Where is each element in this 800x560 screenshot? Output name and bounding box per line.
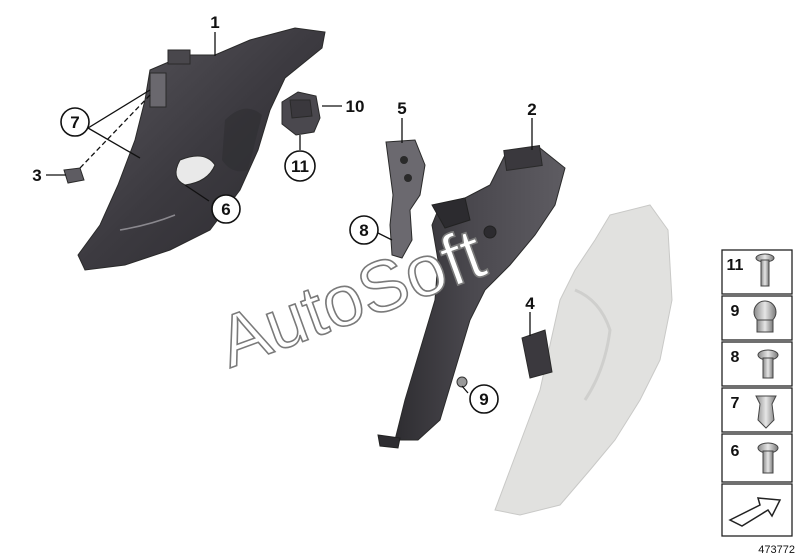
callout-labels: 1 2 3 4 5 6 7 8 9 10 11 — [32, 13, 537, 414]
bracket-10 — [281, 91, 321, 136]
clip-nut-9-icon — [753, 300, 777, 333]
leader-lines — [46, 32, 533, 394]
ghost-panel-contour — [574, 288, 612, 401]
clip-3 — [63, 167, 85, 184]
fastener-legend: 11 9 8 7 6 — [721, 249, 793, 537]
callout-7: 7 — [70, 113, 79, 132]
legend-num-11: 11 — [727, 257, 744, 274]
callout-10: 10 — [346, 97, 365, 116]
direction-arrow-icon — [728, 497, 782, 527]
expanding-clip-7-icon — [755, 395, 777, 429]
legend-num-8: 8 — [731, 349, 740, 366]
callout-6: 6 — [221, 200, 230, 219]
callout-1: 1 — [210, 13, 219, 32]
callout-5: 5 — [397, 99, 406, 118]
callout-3: 3 — [32, 166, 41, 185]
callout-8: 8 — [359, 221, 368, 240]
screw-11-icon — [755, 253, 775, 287]
callout-4: 4 — [525, 294, 535, 313]
legend-num-6: 6 — [731, 443, 740, 460]
bolt-6-icon — [757, 442, 779, 474]
diagram-code: 473772 — [758, 544, 795, 556]
callout-9: 9 — [479, 390, 488, 409]
legend-num-7: 7 — [731, 395, 740, 412]
bracket-5 — [385, 139, 426, 259]
callout-11: 11 — [291, 157, 309, 176]
trim-panel-2 — [377, 145, 566, 449]
cover-4 — [521, 329, 553, 379]
callout-2: 2 — [527, 100, 536, 119]
clip-9-on-panel — [456, 376, 468, 388]
ghost-trim-panel — [494, 204, 673, 516]
legend-num-9: 9 — [731, 303, 740, 320]
screw-8-icon — [757, 349, 779, 379]
trim-panel-1 — [77, 27, 326, 271]
